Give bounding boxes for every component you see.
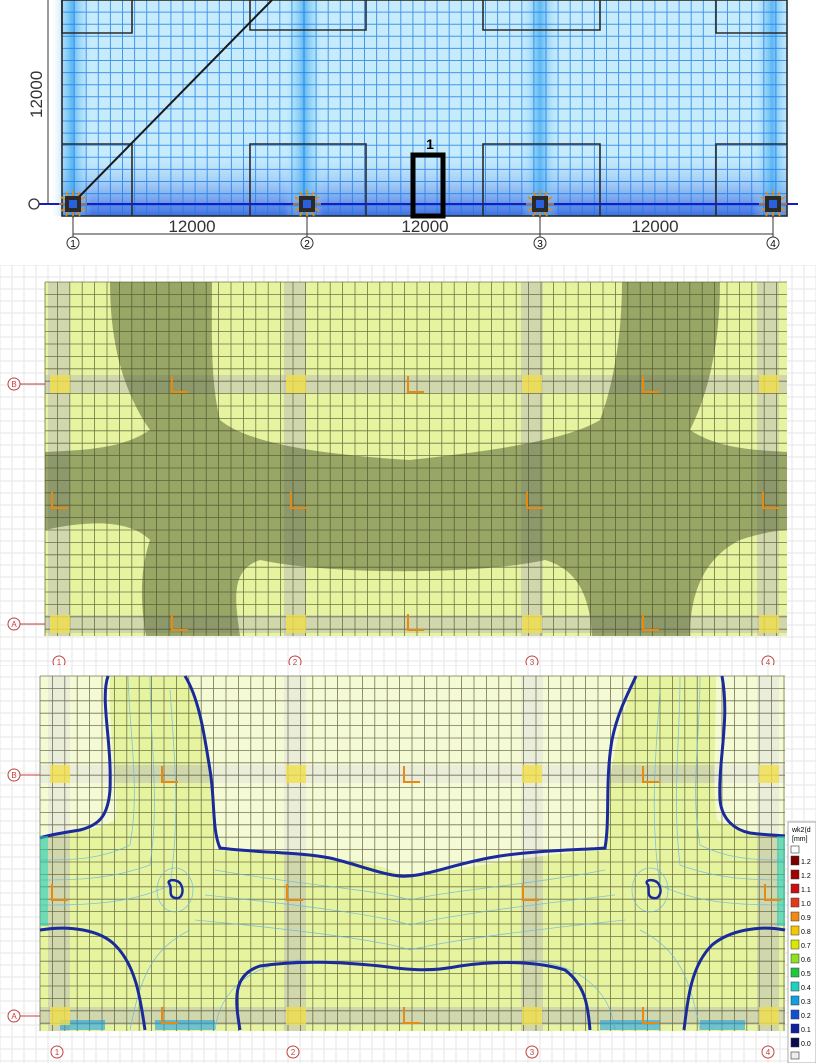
legend-label: 0.5 bbox=[801, 971, 811, 978]
legend-swatch bbox=[790, 1037, 800, 1048]
axis-4-label: 4 bbox=[770, 239, 776, 250]
legend-swatch bbox=[790, 883, 800, 894]
legend-swatch bbox=[790, 1009, 800, 1020]
orange-support-symbols bbox=[51, 376, 779, 631]
legend-label: 0.7 bbox=[801, 943, 811, 950]
section-line bbox=[72, 0, 273, 204]
legend-swatch bbox=[790, 981, 800, 992]
column-markers bbox=[50, 765, 779, 1025]
crack-contour-lines bbox=[39, 675, 786, 1031]
legend-label: 0.8 bbox=[801, 929, 811, 936]
axis-2-label: 2 bbox=[304, 239, 310, 250]
column-2 bbox=[293, 190, 321, 218]
legend-swatch bbox=[790, 897, 800, 908]
section-box bbox=[410, 152, 446, 219]
column-1 bbox=[59, 190, 87, 218]
legend-swatch bbox=[790, 911, 800, 922]
legend-swatch bbox=[790, 925, 800, 936]
axis-3-label: 3 bbox=[530, 658, 535, 665]
dimension-y-label: 12000 bbox=[27, 71, 46, 118]
legend-label: 0.2 bbox=[801, 1013, 811, 1020]
axis-A-label: A bbox=[11, 1012, 17, 1021]
legend-swatch bbox=[790, 939, 800, 950]
legend-label: 0.0 bbox=[801, 1041, 811, 1048]
orange-support-symbols bbox=[51, 766, 781, 1024]
vector-field bbox=[45, 282, 787, 636]
legend-title: wk2(d bbox=[791, 827, 811, 834]
legend-swatch bbox=[790, 953, 800, 964]
columns bbox=[59, 190, 787, 218]
axis-3-label: 3 bbox=[530, 1048, 535, 1057]
legend-label: 0.3 bbox=[801, 999, 811, 1006]
axis-2-label: 2 bbox=[291, 1048, 296, 1057]
legend-swatch bbox=[790, 855, 800, 866]
column-axis-markers: 1 2 3 4 bbox=[52, 655, 775, 665]
legend-swatch bbox=[790, 1023, 800, 1034]
axis-B-label: B bbox=[11, 771, 16, 780]
dimension-x-label-2: 12000 bbox=[401, 217, 448, 236]
legend-label: 1.1 bbox=[801, 887, 811, 894]
legend-swatch bbox=[790, 869, 800, 880]
legend-label: 0.6 bbox=[801, 957, 811, 964]
dimension-x-label-3: 12000 bbox=[631, 217, 678, 236]
column-axis-markers: 1 2 3 4 bbox=[50, 1045, 775, 1059]
axis-2-label: 2 bbox=[293, 658, 298, 665]
dimension-x-label-1: 12000 bbox=[168, 217, 215, 236]
mesh-grid bbox=[44, 281, 787, 636]
panel-crack-width-contours: B A 1 2 3 4 wk2(d [mm] 1.2 1.2 1.1 1.0 0.9 0.… bbox=[0, 665, 816, 1063]
legend-label: 0.9 bbox=[801, 915, 811, 922]
column-markers bbox=[50, 375, 779, 633]
axis-3-label: 3 bbox=[537, 239, 543, 250]
axis-4-label: 4 bbox=[766, 1048, 771, 1057]
legend-label: 0.4 bbox=[801, 985, 811, 992]
row-axis-markers: B A bbox=[7, 768, 40, 1023]
legend-label: 1.0 bbox=[801, 901, 811, 908]
axis-1-label: 1 bbox=[70, 239, 76, 250]
legend-label: 0.1 bbox=[801, 1027, 811, 1034]
legend-swatch bbox=[790, 995, 800, 1006]
section-label: 1 bbox=[426, 136, 434, 152]
row-axis-markers: B A bbox=[7, 377, 45, 631]
axis-marker bbox=[28, 198, 40, 210]
thin-contours bbox=[39, 675, 786, 1031]
axis-4-label: 4 bbox=[766, 658, 771, 665]
axis-B-label: B bbox=[11, 380, 16, 389]
axis-A-label: A bbox=[11, 620, 17, 629]
axis-1-label: 1 bbox=[57, 658, 62, 665]
mesh-lines bbox=[44, 281, 787, 636]
column-4 bbox=[759, 190, 787, 218]
column-3 bbox=[526, 190, 554, 218]
panel-principal-directions: B A 1 2 3 4 bbox=[0, 265, 816, 665]
axis-1-label: 1 bbox=[55, 1048, 60, 1057]
legend-label: 1.2 bbox=[801, 859, 811, 866]
legend: wk2(d [mm] 1.2 1.2 1.1 1.0 0.9 0.8 0.7 0.6 0.5 0.… bbox=[787, 821, 816, 1063]
panel-plan-mesh: 1 12000 12000 12000 12000 1 2 3 4 bbox=[27, 0, 798, 250]
edge-color-spots bbox=[40, 836, 785, 1030]
column-axis-markers: 1 2 3 4 bbox=[66, 216, 780, 250]
legend-label: 1.2 bbox=[801, 873, 811, 880]
legend-swatch bbox=[790, 967, 800, 978]
legend-unit: [mm] bbox=[792, 836, 808, 843]
